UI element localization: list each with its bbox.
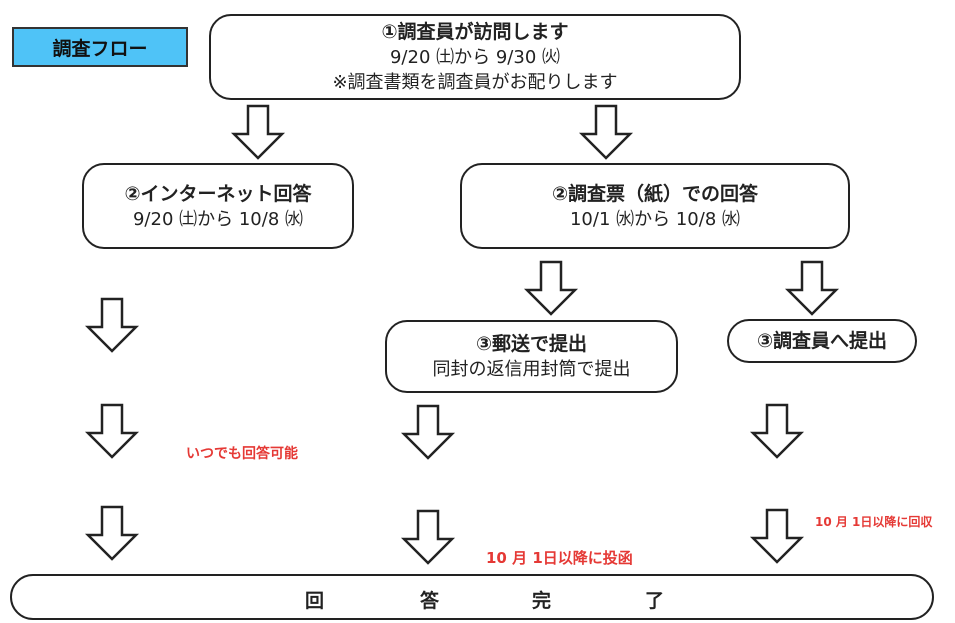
arrow-down-icon (751, 508, 803, 564)
visit-dates: 9/20 ㈯から 9/30 ㈫ (389, 47, 560, 68)
answer-complete-bar: 回 答 完 了 (10, 574, 934, 620)
arrow-down-icon (402, 404, 454, 460)
internet-answer-title: ②インターネット回答 (124, 182, 312, 205)
internet-answer-box: ②インターネット回答 9/20 ㈯から 10/8 ㈬ (82, 163, 354, 249)
collect-date-note: 10 月 1日以降に回収 (815, 515, 933, 529)
visit-title: ①調査員が訪問します (381, 21, 569, 43)
paper-answer-box: ②調査票（紙）での回答 10/1 ㈬から 10/8 ㈬ (460, 163, 850, 249)
mail-submit-desc: 同封の返信用封筒で提出 (432, 359, 631, 380)
arrow-down-icon (86, 297, 138, 353)
arrow-down-icon (402, 509, 454, 565)
mail-submit-box: ③郵送で提出 同封の返信用封筒で提出 (385, 320, 678, 393)
paper-answer-dates: 10/1 ㈬から 10/8 ㈬ (569, 208, 740, 230)
arrow-down-icon (751, 403, 803, 459)
mail-submit-title: ③郵送で提出 (475, 333, 588, 355)
paper-answer-title: ②調査票（紙）での回答 (551, 182, 759, 205)
arrow-down-icon (86, 403, 138, 459)
arrow-down-icon (786, 260, 838, 316)
complete-char-4: 了 (645, 590, 665, 612)
arrow-down-icon (86, 505, 138, 561)
arrow-down-icon (580, 104, 632, 160)
mail-date-note: 10 月 1日以降に投函 (486, 549, 633, 567)
complete-char-2: 答 (420, 590, 440, 612)
visit-box: ①調査員が訪問します 9/20 ㈯から 9/30 ㈫ ※調査書類を調査員がお配り… (209, 14, 741, 100)
visit-note: ※調査書類を調査員がお配りします (332, 72, 618, 93)
collector-submit-title: ③調査員へ提出 (756, 330, 888, 352)
arrow-down-icon (232, 104, 284, 160)
complete-char-3: 完 (532, 590, 552, 612)
arrow-down-icon (525, 260, 577, 316)
collector-submit-box: ③調査員へ提出 (727, 319, 917, 363)
complete-char-1: 回 (305, 590, 325, 612)
flow-label: 調査フロー (12, 27, 188, 67)
anytime-note: いつでも回答可能 (186, 446, 298, 462)
internet-answer-dates: 9/20 ㈯から 10/8 ㈬ (132, 208, 303, 230)
